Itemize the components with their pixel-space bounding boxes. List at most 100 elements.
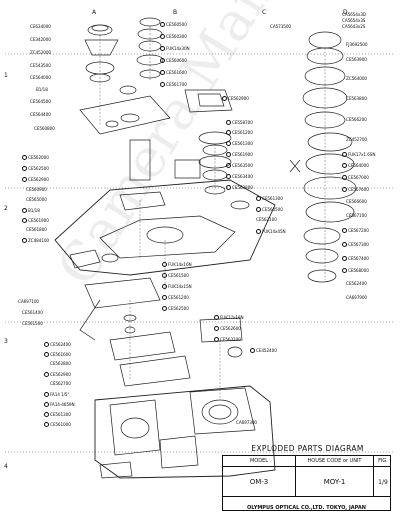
column-letter-c: C xyxy=(262,9,267,16)
part-number: CA573500 xyxy=(270,24,291,29)
part-number: ZC452000 xyxy=(30,50,51,55)
part-number: CE562500 xyxy=(162,306,189,311)
part-number: CE561200 xyxy=(226,130,253,135)
part-number: CE561600 xyxy=(44,352,71,357)
part-number: CE562000 xyxy=(22,155,49,160)
house-code-label: HOUSE CODE or UNIT xyxy=(295,456,373,466)
part-number: CE561500 xyxy=(22,321,43,326)
part-number: CE562100 xyxy=(256,217,277,222)
row-number-2: 2 xyxy=(4,205,8,212)
part-number: CE567400 xyxy=(342,256,369,261)
part-number: FUK14x15N xyxy=(162,284,192,289)
company-name: OLYMPUS OPTICAL CO.,LTD. TOKYO, JAPAN xyxy=(247,505,366,511)
part-number: CE560300 xyxy=(160,34,187,39)
part-number: CE561000 xyxy=(44,422,71,427)
part-number: CE564500 xyxy=(30,99,51,104)
model-value: OM-3 xyxy=(249,478,269,486)
part-number: CE562900 xyxy=(222,96,249,101)
part-number: FUK17x1.6SN xyxy=(342,152,375,157)
part-number: CA697900 xyxy=(346,295,367,300)
model-label: MODEL xyxy=(249,458,269,464)
part-number: CE564000 xyxy=(342,163,369,168)
part-number: CA5654x3S xyxy=(342,18,366,23)
part-number: CE561600 xyxy=(160,70,187,75)
row-number-1: 1 xyxy=(4,72,8,79)
part-number: CE561300 xyxy=(226,141,253,146)
part-number: CE562800 xyxy=(50,361,71,366)
column-letter-a: A xyxy=(92,9,97,16)
part-number: CE561400 xyxy=(22,310,43,315)
row-number-3: 3 xyxy=(4,338,8,345)
part-number: FUK14x45N xyxy=(256,229,286,234)
part-number: B1/18 xyxy=(22,208,40,213)
fig-label: FIG. xyxy=(373,456,392,466)
part-number: CE560500 xyxy=(160,22,187,27)
part-number: CE561900 xyxy=(226,152,253,157)
part-number: CE560800 xyxy=(34,126,55,131)
part-number: CE563100 xyxy=(214,337,241,342)
part-number: CA5643x2S xyxy=(342,24,366,29)
part-number: CE634000 xyxy=(30,24,51,29)
part-number: CE562400 xyxy=(346,281,367,286)
part-number: CE558700 xyxy=(226,120,253,125)
part-number: ZC564000 xyxy=(346,76,367,81)
house-code-value: MOY-1 xyxy=(295,467,373,497)
part-number: CE561500 xyxy=(162,273,189,278)
part-number: CE563500 xyxy=(226,163,253,168)
part-number: CE560600 xyxy=(160,58,187,63)
part-number: CE565000 xyxy=(26,197,47,202)
part-number: CE562900 xyxy=(22,177,49,182)
part-number: CE561900 xyxy=(22,218,49,223)
part-number: CE560500 xyxy=(256,207,283,212)
part-number: FA14 1/5" xyxy=(44,392,69,397)
part-number: CE566200 xyxy=(346,117,367,122)
part-number: CE561700 xyxy=(160,82,187,87)
diagram-title: EXPLODED PARTS DIAGRAM xyxy=(251,444,364,453)
part-number: CE560900 xyxy=(26,187,47,192)
part-number: ZC452700 xyxy=(346,137,367,142)
part-number: FUK14x30N xyxy=(160,46,190,51)
part-number: B1/18 xyxy=(36,87,48,92)
part-number: CE567000 xyxy=(342,175,369,180)
part-number: CE561300 xyxy=(44,412,71,417)
part-number: CE566600 xyxy=(346,199,367,204)
part-number: CE567600 xyxy=(342,187,369,192)
part-number: CE562600 xyxy=(214,326,241,331)
part-number: CE563800 xyxy=(226,185,253,190)
part-number: CA5654x3D xyxy=(342,12,366,17)
part-number: CE568000 xyxy=(342,268,369,273)
part-number: FA14-4659N xyxy=(44,402,75,407)
part-number: CE543500 xyxy=(30,63,51,68)
part-number: CE564400 xyxy=(30,112,51,117)
part-number: CE567100 xyxy=(346,213,367,218)
part-number: CE562700 xyxy=(50,381,71,386)
part-number: CE452400 xyxy=(250,348,277,353)
title-block-header-row: MODEL HOUSE CODE or UNIT FIG. xyxy=(223,456,390,466)
row-number-4: 4 xyxy=(4,463,8,470)
fig-value: 1/9 xyxy=(373,467,392,497)
part-number: CE562500 xyxy=(22,166,49,171)
part-number: CE564000 xyxy=(30,75,51,80)
part-number: CE562900 xyxy=(44,372,71,377)
title-block-footer-row: OLYMPUS OPTICAL CO.,LTD. TOKYO, JAPAN xyxy=(223,496,390,513)
part-number: CE561800 xyxy=(26,227,47,232)
part-number: CE342000 xyxy=(30,37,51,42)
part-number: ZC484100 xyxy=(22,238,49,243)
part-number: CE567300 xyxy=(342,242,369,247)
part-number: CE563800 xyxy=(346,96,367,101)
part-number: CE561200 xyxy=(162,295,189,300)
part-number: CE563900 xyxy=(346,57,367,62)
part-number: CE562400 xyxy=(44,342,71,347)
part-number: CE567200 xyxy=(342,228,369,233)
part-number: FJ3692500 xyxy=(346,42,368,47)
part-number: FUK17x16N xyxy=(214,315,244,320)
title-block: EXPLODED PARTS DIAGRAM MODEL HOUSE CODE … xyxy=(222,444,392,513)
part-number: CE561300 xyxy=(256,196,283,201)
part-number: CE563400 xyxy=(226,174,253,179)
column-letter-d: D xyxy=(343,9,348,16)
part-number: CA697100 xyxy=(18,299,39,304)
part-number: FUK14x16N xyxy=(162,262,192,267)
part-number: CA697300 xyxy=(236,420,257,425)
